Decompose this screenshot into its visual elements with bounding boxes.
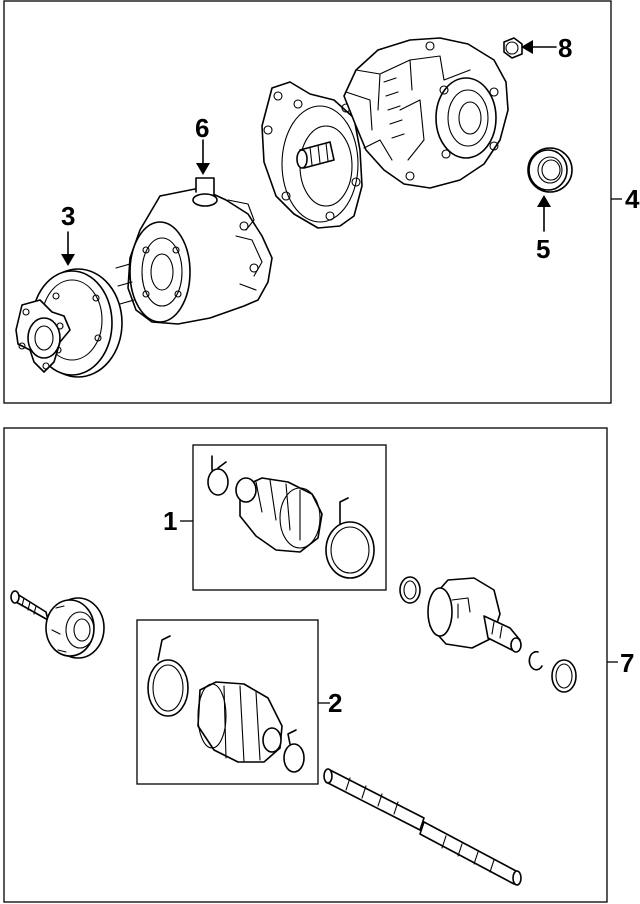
axle-shaft (323, 768, 522, 886)
upper-panel-frame (3, 0, 612, 404)
callout-8: 8 (558, 33, 572, 63)
part-4-differential-carrier (261, 37, 509, 229)
boot-kit-1-contents (207, 455, 375, 579)
part-6-coupling-unit (115, 139, 273, 325)
outer-cv-joint (10, 590, 105, 659)
callout-2: 2 (328, 688, 342, 718)
callout-1: 1 (163, 506, 177, 536)
callout-4: 4 (625, 184, 640, 214)
boot-kit-1-frame (192, 444, 387, 591)
callout-6: 6 (195, 113, 209, 143)
part-8-drain-plug (503, 37, 557, 59)
callout-5: 5 (536, 234, 550, 264)
part-5-oil-seal (527, 147, 573, 232)
upper-panel (3, 0, 622, 404)
part-3-flange (15, 231, 123, 378)
inner-cv-joint (399, 576, 577, 693)
callout-3: 3 (61, 201, 75, 231)
boot-kit-2-frame (136, 619, 319, 785)
callout-7: 7 (620, 648, 634, 678)
boot-kit-2-contents (147, 635, 305, 773)
lower-panel (3, 427, 618, 903)
lower-panel-frame (3, 427, 608, 903)
